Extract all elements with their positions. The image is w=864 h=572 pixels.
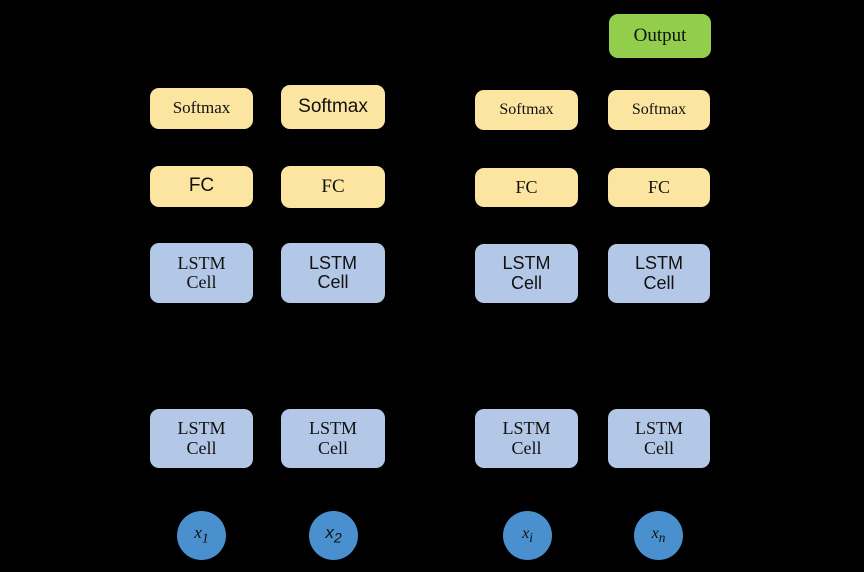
node-lstm-bottom-1[interactable]: LSTM Cell <box>150 409 253 468</box>
node-lstm-top-4[interactable]: LSTM Cell <box>608 244 710 303</box>
node-softmax-1-label: Softmax <box>172 98 231 118</box>
node-lstm-top-1-label: LSTM Cell <box>177 252 226 292</box>
node-fc-2[interactable]: FC <box>281 166 385 208</box>
node-fc-1-label: FC <box>188 175 215 197</box>
node-softmax-2[interactable]: Softmax <box>281 85 385 129</box>
node-lstm-top-3[interactable]: LSTM Cell <box>475 244 578 303</box>
node-softmax-3[interactable]: Softmax <box>475 90 578 130</box>
node-input-xi[interactable]: xi <box>503 511 552 560</box>
node-fc-3-label: FC <box>515 176 538 197</box>
node-fc-3[interactable]: FC <box>475 168 578 207</box>
node-input-x1[interactable]: x1 <box>177 511 226 560</box>
node-fc-2-label: FC <box>321 175 345 197</box>
node-input-x2[interactable]: x2 <box>309 511 358 560</box>
node-fc-4-label: FC <box>647 176 671 197</box>
node-lstm-top-2-label: LSTM Cell <box>308 252 357 292</box>
node-lstm-top-1[interactable]: LSTM Cell <box>150 243 253 303</box>
node-softmax-4-label: Softmax <box>631 101 687 119</box>
node-lstm-bottom-2[interactable]: LSTM Cell <box>281 409 385 468</box>
node-input-xn-label: xn <box>651 525 666 546</box>
node-fc-1[interactable]: FC <box>150 166 253 207</box>
node-input-xi-label: xi <box>522 525 533 546</box>
node-softmax-2-label: Softmax <box>298 95 368 117</box>
node-lstm-bottom-3-label: LSTM Cell <box>502 418 551 458</box>
node-lstm-bottom-2-label: LSTM Cell <box>308 418 357 458</box>
node-output-label: Output <box>633 24 687 46</box>
node-softmax-1[interactable]: Softmax <box>150 88 253 129</box>
node-lstm-top-4-label: LSTM Cell <box>634 253 683 293</box>
node-output[interactable]: Output <box>609 14 711 58</box>
node-softmax-3-label: Softmax <box>499 101 554 119</box>
node-fc-4[interactable]: FC <box>608 168 710 207</box>
node-input-xn[interactable]: xn <box>634 511 683 560</box>
node-softmax-4[interactable]: Softmax <box>608 90 710 130</box>
node-lstm-bottom-4-label: LSTM Cell <box>634 418 683 458</box>
node-input-x1-label: x1 <box>194 523 209 547</box>
node-lstm-top-3-label: LSTM Cell <box>502 253 551 293</box>
node-lstm-bottom-1-label: LSTM Cell <box>177 418 226 458</box>
node-lstm-bottom-3[interactable]: LSTM Cell <box>475 409 578 468</box>
node-input-x2-label: x2 <box>325 523 342 547</box>
node-lstm-top-2[interactable]: LSTM Cell <box>281 243 385 303</box>
node-lstm-bottom-4[interactable]: LSTM Cell <box>608 409 710 468</box>
